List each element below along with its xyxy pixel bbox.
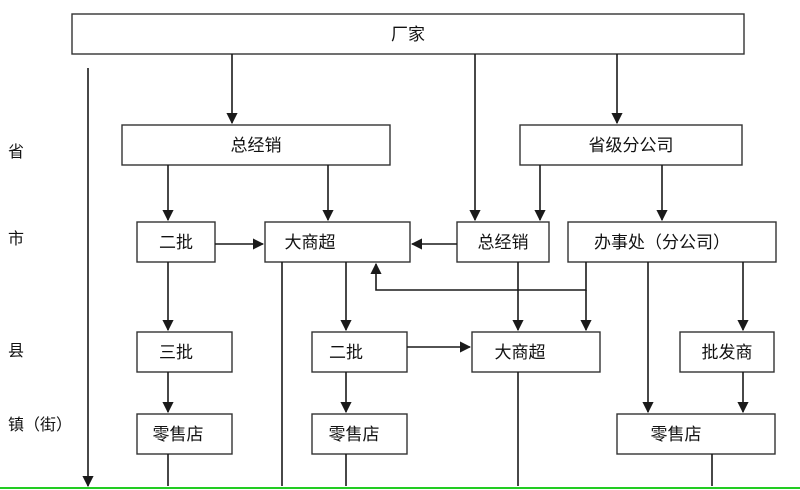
level-label-province: 省 [8, 142, 24, 161]
node-hypermarket-city-label: 大商超 [285, 233, 336, 253]
node-retail-store-3: 零售店 [616, 413, 776, 455]
node-second-wholesale-county-label: 二批 [329, 343, 363, 363]
level-label-city: 市 [8, 229, 24, 248]
node-second-wholesale-county: 二批 [311, 331, 408, 373]
node-wholesaler: 批发商 [679, 331, 775, 373]
level-label-county: 县 [8, 341, 24, 360]
node-second-wholesale-city: 二批 [136, 221, 216, 263]
node-retail-store-2: 零售店 [311, 413, 408, 455]
node-third-wholesale: 三批 [136, 331, 233, 373]
node-general-distributor-city-label: 总经销 [478, 233, 529, 253]
node-manufacturer: 厂家 [71, 13, 745, 55]
node-provincial-branch: 省级分公司 [519, 124, 743, 166]
node-office-branch: 办事处（分公司） [567, 221, 777, 263]
node-provincial-branch-label: 省级分公司 [589, 136, 674, 156]
arrow-office-to-hypermarket [370, 262, 587, 291]
node-general-distributor-province-label: 总经销 [231, 136, 282, 156]
connectors [82, 54, 749, 488]
node-general-distributor-city: 总经销 [456, 221, 550, 263]
node-third-wholesale-label: 三批 [159, 343, 193, 363]
node-retail-store-1: 零售店 [136, 413, 233, 455]
node-retail-store-1-label: 零售店 [153, 425, 204, 445]
node-hypermarket-city: 大商超 [264, 221, 411, 263]
node-hypermarket-county-label: 大商超 [495, 343, 546, 363]
node-retail-store-3-label: 零售店 [651, 425, 702, 445]
node-manufacturer-label: 厂家 [391, 25, 425, 45]
level-label-town: 镇（街） [8, 415, 72, 434]
node-office-branch-label: 办事处（分公司） [594, 233, 730, 253]
node-second-wholesale-city-label: 二批 [159, 233, 193, 253]
node-general-distributor-province: 总经销 [121, 124, 391, 166]
node-hypermarket-county: 大商超 [471, 331, 601, 373]
node-retail-store-2-label: 零售店 [329, 425, 380, 445]
node-wholesaler-label: 批发商 [702, 343, 753, 363]
